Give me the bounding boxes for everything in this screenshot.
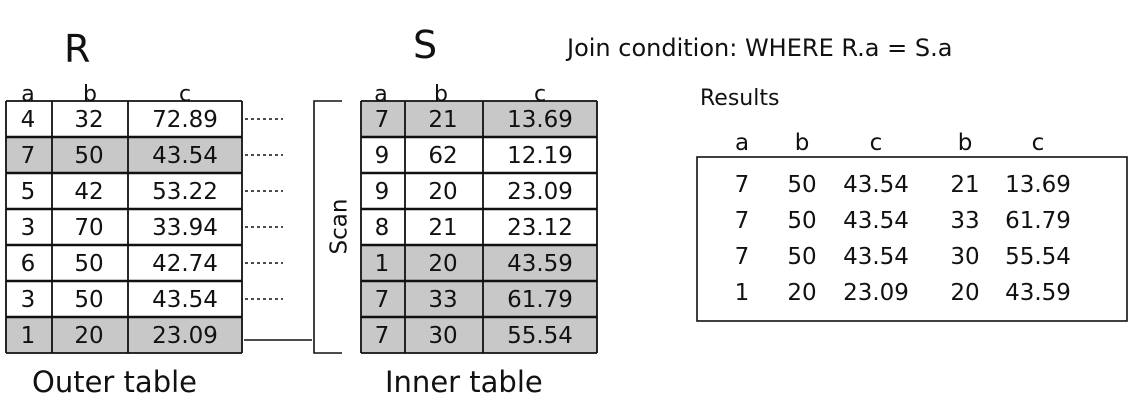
inner-header-a: a	[374, 82, 388, 107]
results-header-cell: c	[869, 130, 883, 156]
inner-cell-a: 7	[374, 286, 390, 313]
inner-cell-c: 23.09	[507, 178, 573, 205]
outer-cell-c: 42.74	[152, 250, 218, 277]
outer-cell-c: 33.94	[152, 214, 218, 241]
outer-cell-a: 4	[20, 106, 36, 133]
scan-bracket	[313, 100, 342, 354]
results-cell: 13.69	[1005, 172, 1071, 198]
outer-row	[6, 137, 242, 173]
results-cell: 7	[734, 172, 750, 198]
inner-row	[361, 281, 597, 317]
inner-cell-b: 21	[428, 214, 458, 241]
inner-cell-c: 13.69	[507, 106, 573, 133]
results-cell: 43.59	[1005, 280, 1071, 306]
results-cell: 50	[787, 208, 817, 234]
results-cell: 61.79	[1005, 208, 1071, 234]
inner-cell-c: 61.79	[507, 286, 573, 313]
results-cell: 7	[734, 244, 750, 270]
inner-cell-a: 7	[374, 322, 390, 349]
outer-row	[6, 317, 242, 353]
join-condition: Join condition: WHERE R.a = S.a	[567, 34, 953, 62]
outer-cell-b: 50	[74, 286, 104, 313]
inner-cell-a: 8	[374, 214, 390, 241]
inner-row	[361, 317, 597, 353]
results-cell: 50	[787, 244, 817, 270]
outer-cell-a: 1	[20, 322, 36, 349]
outer-cell-a: 3	[20, 214, 36, 241]
results-cell: 43.54	[843, 208, 909, 234]
results-header-cell: a	[734, 130, 750, 156]
inner-cell-a: 1	[374, 250, 390, 277]
inner-cell-c: 12.19	[507, 142, 573, 169]
outer-table-caption: Outer table	[32, 365, 198, 399]
results-cell: 21	[950, 172, 980, 198]
outer-table-title: R	[64, 27, 91, 71]
inner-row	[361, 137, 597, 173]
outer-header-b: b	[83, 82, 97, 107]
outer-cell-a: 7	[20, 142, 36, 169]
outer-cell-c: 43.54	[152, 286, 218, 313]
results-header-cell: c	[1031, 130, 1045, 156]
inner-row	[361, 101, 597, 137]
results-header-cell: b	[794, 130, 810, 156]
outer-row	[6, 245, 242, 281]
results-cell: 7	[734, 208, 750, 234]
inner-cell-a: 9	[374, 178, 390, 205]
inner-cell-c: 23.12	[507, 214, 573, 241]
outer-cell-b: 70	[74, 214, 104, 241]
inner-row	[361, 209, 597, 245]
inner-cell-b: 30	[428, 322, 458, 349]
results-box	[696, 156, 1128, 322]
inner-row	[361, 245, 597, 281]
inner-cell-b: 20	[428, 178, 458, 205]
inner-cell-c: 43.59	[507, 250, 573, 277]
inner-header-c: c	[533, 82, 547, 107]
outer-cell-a: 6	[20, 250, 36, 277]
results-cell: 23.09	[843, 280, 909, 306]
results-cell: 43.54	[843, 244, 909, 270]
outer-cell-c: 23.09	[152, 322, 218, 349]
results-cell: 50	[787, 172, 817, 198]
scan-label: Scan	[326, 198, 353, 255]
inner-header-b: b	[434, 82, 448, 107]
outer-cell-b: 32	[74, 106, 104, 133]
outer-cell-a: 3	[20, 286, 36, 313]
outer-cell-a: 5	[20, 178, 36, 205]
inner-table-caption: Inner table	[385, 365, 543, 399]
results-cell: 33	[950, 208, 980, 234]
outer-cell-b: 50	[74, 142, 104, 169]
outer-cell-b: 42	[74, 178, 104, 205]
outer-row	[6, 209, 242, 245]
outer-row	[6, 101, 242, 137]
inner-cell-a: 9	[374, 142, 390, 169]
outer-cell-c: 72.89	[152, 106, 218, 133]
inner-table-title: S	[413, 23, 438, 67]
results-cell: 43.54	[843, 172, 909, 198]
inner-cell-b: 62	[428, 142, 458, 169]
inner-cell-b: 21	[428, 106, 458, 133]
results-cell: 20	[787, 280, 817, 306]
outer-header-a: a	[21, 82, 35, 107]
results-header-cell: b	[957, 130, 973, 156]
results-label: Results	[700, 86, 780, 111]
outer-cell-c: 53.22	[152, 178, 218, 205]
results-cell: 1	[734, 280, 750, 306]
outer-cell-b: 50	[74, 250, 104, 277]
outer-cell-b: 20	[74, 322, 104, 349]
results-cell: 30	[950, 244, 980, 270]
outer-header-c: c	[178, 82, 192, 107]
results-cell: 55.54	[1005, 244, 1071, 270]
results-cell: 20	[950, 280, 980, 306]
inner-cell-b: 20	[428, 250, 458, 277]
outer-cell-c: 43.54	[152, 142, 218, 169]
inner-cell-a: 7	[374, 106, 390, 133]
inner-cell-c: 55.54	[507, 322, 573, 349]
inner-row	[361, 173, 597, 209]
outer-row	[6, 173, 242, 209]
inner-cell-b: 33	[428, 286, 458, 313]
outer-row	[6, 281, 242, 317]
